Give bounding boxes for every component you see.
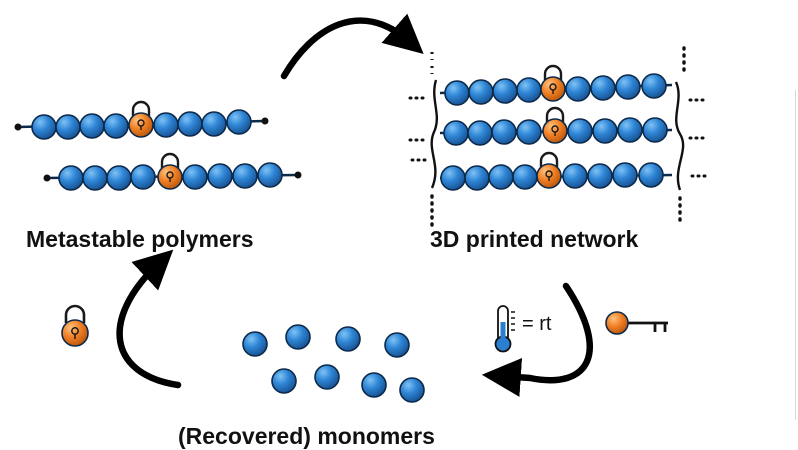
- monomer-bead: [335, 326, 361, 352]
- label-recovered-monomers: (Recovered) monomers: [178, 423, 435, 449]
- monomer-bead: [562, 163, 588, 189]
- monomer-bead: [638, 162, 664, 188]
- monomer-bead: [207, 163, 233, 189]
- monomer-bead: [82, 165, 108, 191]
- label-3d-printed-network: 3D printed network: [430, 226, 639, 252]
- lock-unit: [128, 100, 154, 138]
- padlock-icon: [61, 304, 89, 347]
- monomer-bead: [464, 165, 490, 191]
- monomer-bead: [491, 119, 517, 145]
- label-metastable-polymers: Metastable polymers: [26, 226, 254, 252]
- network-strand-2: [439, 106, 673, 146]
- monomer-bead: [399, 377, 425, 403]
- arrow-monomers-to-polymers: [116, 249, 182, 389]
- monomer-bead: [444, 80, 470, 106]
- polymer-chain-2: [43, 152, 302, 191]
- network-crosslinks: [408, 46, 708, 228]
- monomer-bead: [226, 109, 252, 135]
- arrow-network-to-monomers: [481, 282, 593, 397]
- monomer-bead: [641, 73, 667, 99]
- free-monomers: [242, 324, 425, 403]
- monomer-bead: [590, 75, 616, 101]
- monomer-bead: [642, 117, 668, 143]
- monomer-bead: [271, 368, 297, 394]
- monomer-bead: [361, 372, 387, 398]
- monomer-bead: [130, 164, 156, 190]
- monomer-bead: [468, 79, 494, 105]
- arrow-polymers-to-network: [280, 13, 424, 80]
- monomer-bead: [314, 364, 340, 390]
- monomer-bead: [257, 162, 283, 188]
- monomer-bead: [587, 163, 613, 189]
- monomer-bead: [58, 165, 84, 191]
- monomer-bead: [31, 114, 57, 140]
- monomer-bead: [153, 112, 179, 138]
- monomer-bead: [201, 111, 227, 137]
- monomer-bead: [55, 114, 81, 140]
- lock-unit: [157, 152, 183, 190]
- network-strand-1: [439, 64, 673, 106]
- monomer-bead: [565, 76, 591, 102]
- network-strand-3: [439, 151, 673, 191]
- temperature-condition: = rt: [522, 313, 552, 335]
- monomer-bead: [617, 117, 643, 143]
- monomer-bead: [440, 165, 466, 191]
- monomer-bead: [103, 113, 129, 139]
- monomer-bead: [232, 163, 258, 189]
- monomer-bead: [384, 332, 410, 358]
- monomer-bead: [106, 165, 132, 191]
- monomer-bead: [512, 164, 538, 190]
- monomer-bead: [516, 119, 542, 145]
- monomer-bead: [592, 118, 618, 144]
- monomer-bead: [285, 324, 311, 350]
- monomer-bead: [567, 118, 593, 144]
- monomer-bead: [242, 331, 268, 357]
- lock-unit: [540, 64, 566, 102]
- monomer-bead: [443, 120, 469, 146]
- edge-divider: [795, 90, 796, 420]
- monomer-bead: [488, 164, 514, 190]
- monomer-bead: [516, 77, 542, 103]
- monomer-bead: [182, 164, 208, 190]
- monomer-bead: [612, 162, 638, 188]
- monomer-bead: [467, 120, 493, 146]
- monomer-bead: [79, 113, 105, 139]
- monomer-bead: [492, 78, 518, 104]
- key-icon: [605, 311, 668, 335]
- thermometer-icon: [494, 305, 515, 353]
- monomer-bead: [177, 111, 203, 137]
- lock-unit: [542, 106, 568, 144]
- lock-unit: [536, 151, 562, 189]
- polymer-chain-1: [14, 100, 269, 140]
- monomer-bead: [615, 74, 641, 100]
